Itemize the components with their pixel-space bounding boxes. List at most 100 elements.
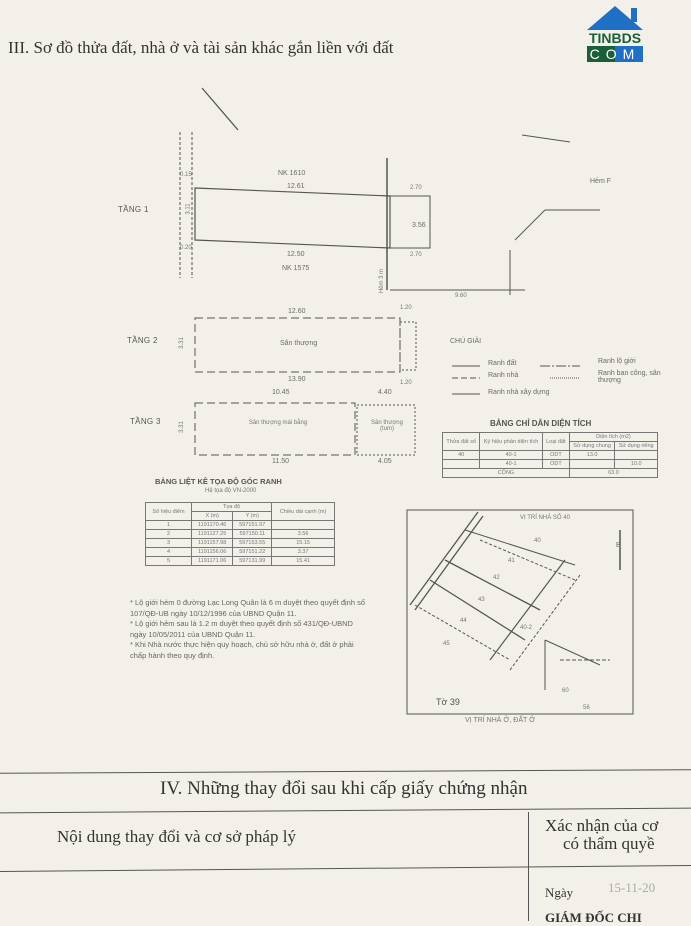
table-cell: 3.37 [271,547,335,557]
table-cell: Y (m) [232,511,273,521]
note: * Lộ giới hẻm 0 đường Lạc Long Quân là 6… [130,598,366,618]
table-cell: Sử dụng riêng [614,441,658,451]
section-4-title: IV. Những thay đổi sau khi cấp giấy chứn… [160,778,528,799]
parcel-label: 42 [493,575,500,581]
table-cell: 40-1 [479,459,543,469]
table-cell: Sử dụng chung [568,441,616,451]
sheet-label: Tờ 39 [436,697,460,707]
legend-item: Ranh lộ giới [598,358,636,365]
map-label: VỊ TRÍ NHÀ SỐ 40 [520,515,570,521]
f3-top-right: 4.40 [378,389,392,396]
area-table-title: BẢNG CHỈ DẪN DIỆN TÍCH [490,419,592,428]
date-value: 15-11-20 [608,880,656,895]
parcel-label: 45 [443,641,450,647]
table-cell: 13.0 [568,450,616,460]
legend-item: Ranh nhà [488,372,519,379]
parcel-label: 43 [478,597,485,603]
table-cell: Thửa đất số [441,432,481,451]
alley-label: Hẻm 3 m [379,268,386,294]
legend-item: Ranh đất [488,360,517,367]
f3-room-right: Sân thượng (tum) [371,420,403,432]
table-cell: Loại đất [541,432,570,451]
table-cell: 40 [441,450,481,460]
table-cell: 597131.99 [232,556,273,566]
note: * Khi Nhà nước thực hiện quy hoạch, chủ … [130,640,354,660]
side-right: 3.56 [412,222,426,229]
table-cell: Diện tích (m2) [568,432,659,442]
f2-room: Sân thượng [280,340,318,347]
column-divider [528,812,529,921]
table-cell: 597151.97 [232,520,273,530]
table-cell [568,459,616,469]
table-cell [271,520,335,530]
north-arrow-icon [201,87,239,131]
f3-bottom-right: 4.05 [378,458,392,465]
table-cell: 1191127.25 [190,529,234,539]
table-cell: 1191157.98 [190,538,234,548]
section-3-title: III. Sơ đồ thửa đất, nhà ở và tài sản kh… [8,38,394,57]
table-cell: ODT [541,450,570,460]
table-cell: Tọa độ [190,502,273,512]
coord-table-subtitle: Hệ tọa độ VN-2000 [205,488,257,494]
table-cell: 1191156.06 [190,547,234,557]
ext-bottom: 2.70 [410,252,422,258]
tinbds-logo: TINBDS COM [585,4,645,62]
table-cell: 15.15 [271,538,335,548]
table-cell: 10.0 [614,459,658,469]
f2-top-length: 12.60 [288,308,306,315]
parcel-label: 44 [460,618,467,624]
north-label: B [616,542,621,549]
table-cell: 1 [145,520,192,530]
parcel-label: 40 [534,538,541,544]
table-cell: 3.56 [271,529,335,539]
f3-room-left: Sân thượng mái bằng [248,420,308,426]
corner-bottom: 0.20 [180,245,192,251]
table-cell: 5 [145,556,192,566]
f2-ext-bottom: 1.20 [400,380,412,386]
legend-title: CHÚ GIẢI [450,338,482,345]
bottom-neighbor: NK 1575 [282,265,310,272]
bottom-length: 12.50 [287,251,305,258]
legend-item: Ranh nhà xây dựng [488,389,550,396]
table-cell: Số hiệu điểm [145,502,192,521]
corner-top: 0.15 [180,172,192,178]
floor-3-label: TẦNG 3 [130,417,161,426]
parcel-label: 60 [562,688,569,694]
table-cell: 15.41 [271,556,335,566]
table-cell: CỘNG [442,468,570,478]
parcel-label: 41 [508,558,515,564]
table-cell: 1191170.46 [190,520,234,530]
top-length: 12.61 [287,183,305,190]
f3-top-left: 10.45 [272,389,290,396]
col-1-header: Nội dung thay đổi và cơ sở pháp lý [57,827,296,846]
date-label: Ngày [545,885,574,900]
table-cell: 597151.22 [232,547,273,557]
table-cell: 1191171.06 [190,556,234,566]
ext-top: 2.70 [410,185,422,191]
parcel-label: 40-2 [520,625,533,631]
table-cell: Chiều dài cạnh (m) [271,502,335,521]
f2-ext-top: 1.20 [400,305,412,311]
table-cell: ODT [541,459,570,469]
floor-1-label: TẦNG 1 [118,205,149,214]
table-cell: 2 [145,529,192,539]
col-2-header-line1: Xác nhận của cơ [545,816,659,835]
floor-2-label: TẦNG 2 [127,336,158,345]
table-cell: 597150.11 [232,529,273,539]
f3-bottom-left: 11.50 [272,458,289,465]
table-cell: 597153.55 [232,538,273,548]
col-2-header-line2: có thẩm quyề [563,834,655,853]
logo-text-top: TINBDS [588,30,642,46]
table-cell [614,450,658,460]
coord-table-title: BẢNG LIỆT KÊ TỌA ĐỘ GÓC RANH [155,477,282,486]
top-neighbor: NK 1610 [278,170,306,177]
notes: * Lộ giới hẻm 0 đường Lạc Long Quân là 6… [130,598,365,661]
